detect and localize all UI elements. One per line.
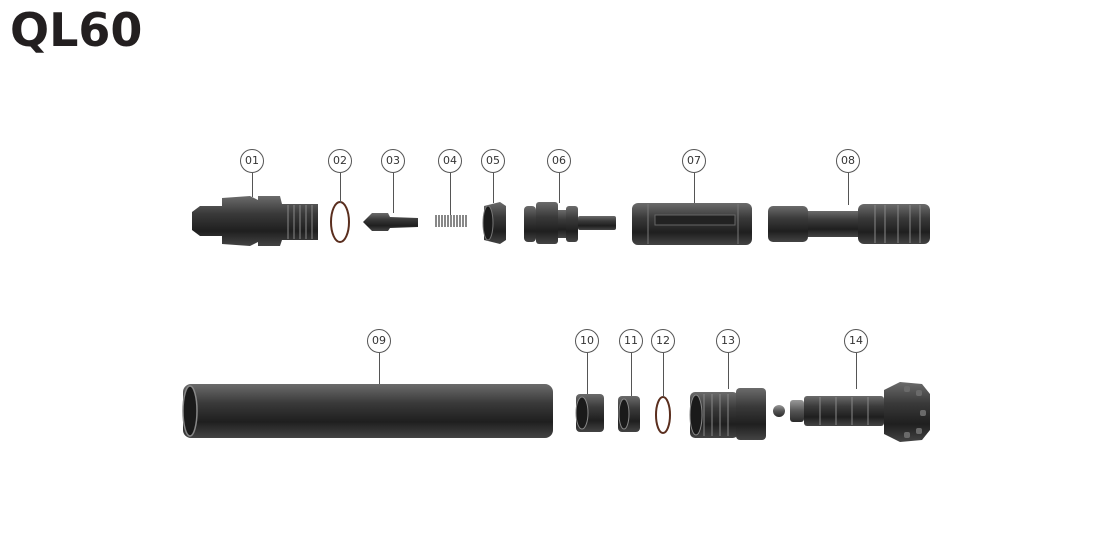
part-09-outer-casing <box>182 384 553 438</box>
part-label-07: 07 <box>682 149 706 173</box>
part-label-09: 09 <box>367 329 391 353</box>
leader-line-03 <box>393 173 394 213</box>
leader-line-06 <box>559 173 560 203</box>
part-11-retaining-ring <box>618 396 640 432</box>
part-03-check-valve <box>363 213 418 231</box>
part-label-03: 03 <box>381 149 405 173</box>
part-14-drill-bit <box>773 382 930 442</box>
leader-line-01 <box>252 173 253 197</box>
leader-line-05 <box>493 173 494 203</box>
page-title: QL60 <box>10 3 143 57</box>
part-01-back-head <box>192 196 318 246</box>
leader-line-08 <box>848 173 849 205</box>
leader-line-11 <box>631 353 632 396</box>
part-08-piston <box>768 204 930 244</box>
part-label-04: 04 <box>438 149 462 173</box>
part-07-cylinder <box>632 203 752 245</box>
part-label-02: 02 <box>328 149 352 173</box>
part-10-bushing <box>575 394 604 432</box>
leader-line-12 <box>663 353 664 397</box>
leader-line-02 <box>340 173 341 203</box>
part-label-08: 08 <box>836 149 860 173</box>
part-02-o-ring <box>330 201 350 243</box>
part-12-o-ring <box>655 396 671 434</box>
part-label-05: 05 <box>481 149 505 173</box>
leader-line-07 <box>694 173 695 203</box>
part-label-06: 06 <box>547 149 571 173</box>
leader-line-04 <box>450 173 451 215</box>
part-06-valve-seat <box>524 202 616 244</box>
part-label-01: 01 <box>240 149 264 173</box>
part-05-ring <box>482 202 506 244</box>
part-label-13: 13 <box>716 329 740 353</box>
part-label-14: 14 <box>844 329 868 353</box>
leader-line-09 <box>379 353 380 384</box>
part-label-11: 11 <box>619 329 643 353</box>
part-04-spring <box>435 215 467 227</box>
leader-line-10 <box>587 353 588 394</box>
part-label-10: 10 <box>575 329 599 353</box>
part-13-chuck <box>689 388 766 440</box>
part-label-12: 12 <box>651 329 675 353</box>
leader-line-14 <box>856 353 857 389</box>
leader-line-13 <box>728 353 729 389</box>
